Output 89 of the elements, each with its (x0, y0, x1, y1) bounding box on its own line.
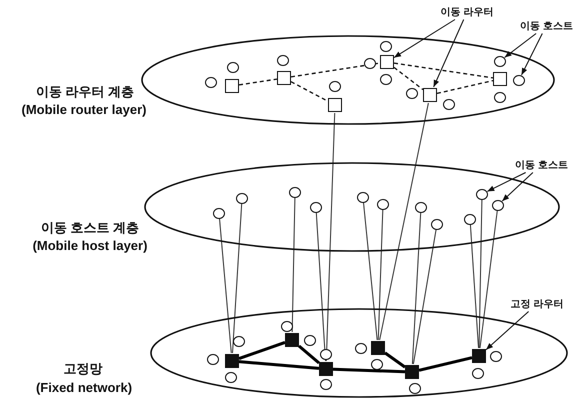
dashed-link (238, 78, 278, 86)
layer-label: 고정망 (64, 362, 102, 376)
host-circle (277, 54, 289, 66)
host-circle (225, 372, 237, 382)
router-square (423, 88, 437, 102)
host-circle (472, 368, 484, 378)
host-circle (213, 208, 225, 218)
router-square (225, 79, 239, 93)
fixed-router-square (371, 341, 385, 355)
layer-label: 이동 호스트 계층 (40, 220, 140, 236)
callout-label: 이동 호스트 (520, 20, 572, 32)
connection-line (412, 212, 422, 364)
leader-arrow (504, 33, 537, 58)
layer-label: 이동 라우터 계층 (36, 84, 134, 100)
host-circle (281, 320, 293, 332)
connection-line (363, 202, 378, 340)
host-circle (207, 354, 219, 364)
host-circle (329, 80, 341, 92)
link-line (332, 368, 406, 374)
host-circle (310, 202, 322, 212)
host-circle (494, 92, 506, 102)
connection-line (219, 218, 232, 354)
host-circle (304, 334, 316, 346)
connection-line (326, 112, 336, 362)
host-circle (236, 192, 248, 204)
host-circle (490, 350, 502, 362)
link-line (238, 340, 286, 360)
host-circle (415, 202, 427, 212)
leader-arrow (433, 19, 464, 88)
host-circle (320, 378, 332, 390)
connection-line (378, 209, 384, 340)
dashed-link (290, 62, 380, 78)
host-circle (443, 98, 455, 110)
host-circle (289, 186, 301, 198)
host-circle (364, 58, 376, 68)
fixed-router-square (472, 349, 486, 363)
router-square (380, 55, 394, 69)
connection-line (478, 199, 482, 348)
connection-line (470, 224, 479, 348)
leader-arrow (521, 33, 543, 76)
host-circle (492, 200, 504, 210)
host-circle (227, 62, 239, 72)
connection-line (232, 203, 242, 354)
connection-line (480, 210, 498, 348)
callout-label: 이동 호스트 (515, 158, 567, 172)
host-circle (205, 76, 217, 88)
host-circle (371, 358, 383, 370)
layer-label: (Fixed network) (36, 380, 132, 396)
dashed-link (394, 66, 424, 90)
host-circle (476, 188, 488, 200)
link-line (298, 344, 320, 364)
host-circle (233, 336, 245, 346)
host-circle (406, 88, 418, 98)
link-line (384, 352, 406, 368)
router-square (493, 72, 507, 86)
leader-arrow (394, 19, 456, 58)
host-circle (377, 198, 389, 210)
host-circle (409, 382, 421, 394)
dashed-link (436, 80, 494, 94)
connection-line (316, 212, 326, 362)
leader-arrow (486, 172, 526, 192)
host-circle (355, 342, 367, 354)
connection-line (292, 197, 296, 332)
connection-line (379, 102, 429, 340)
fixed-router-square (319, 362, 333, 376)
layer-label: (Mobile router layer) (22, 102, 146, 118)
callout-label: 이동 라우터 (439, 6, 495, 18)
host-circle (380, 40, 392, 52)
host-circle (494, 56, 506, 66)
host-circle (357, 192, 369, 202)
host-circle (464, 214, 476, 224)
dashed-link (290, 81, 328, 102)
host-circle (380, 74, 392, 84)
connection-line (412, 228, 437, 364)
dashed-link (394, 62, 494, 79)
router-square (328, 98, 342, 112)
link-line (238, 360, 320, 370)
link-line (418, 356, 472, 372)
router-square (277, 71, 291, 85)
fixed-router-square (225, 354, 239, 368)
fixed-router-square (405, 365, 419, 379)
leader-arrow (502, 172, 534, 202)
layer-label: (Mobile host layer) (32, 238, 148, 254)
leader-arrow (486, 311, 530, 350)
host-circle (431, 218, 443, 230)
host-circle (513, 74, 525, 86)
host-circle (320, 348, 332, 360)
fixed-router-square (285, 333, 299, 347)
callout-label: 고정 라우터 (509, 298, 565, 310)
